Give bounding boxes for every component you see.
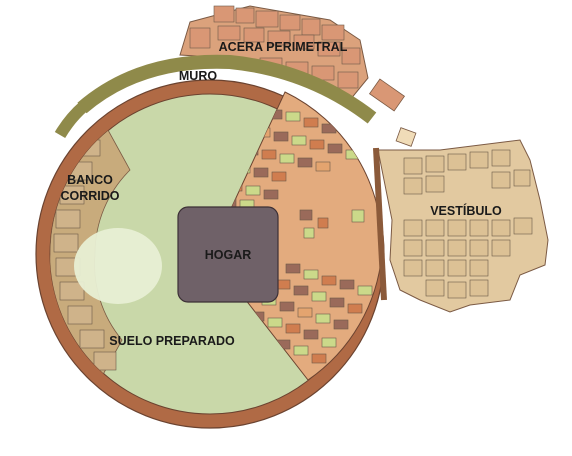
label-suelo: SUELO PREPARADO xyxy=(109,334,235,348)
vestibule xyxy=(377,139,549,313)
perimeter-sidewalk xyxy=(179,5,417,147)
label-banco-line1: BANCO xyxy=(67,173,113,187)
label-muro: MURO xyxy=(179,69,217,83)
label-banco-line2: CORRIDO xyxy=(60,189,119,203)
hearth xyxy=(177,206,279,303)
label-acera: ACERA PERIMETRAL xyxy=(219,40,348,54)
light-floor-patch xyxy=(74,228,162,304)
outer-wall-ring xyxy=(54,54,377,139)
label-vestibulo: VESTÍBULO xyxy=(430,203,502,218)
label-hogar: HOGAR xyxy=(205,248,252,262)
